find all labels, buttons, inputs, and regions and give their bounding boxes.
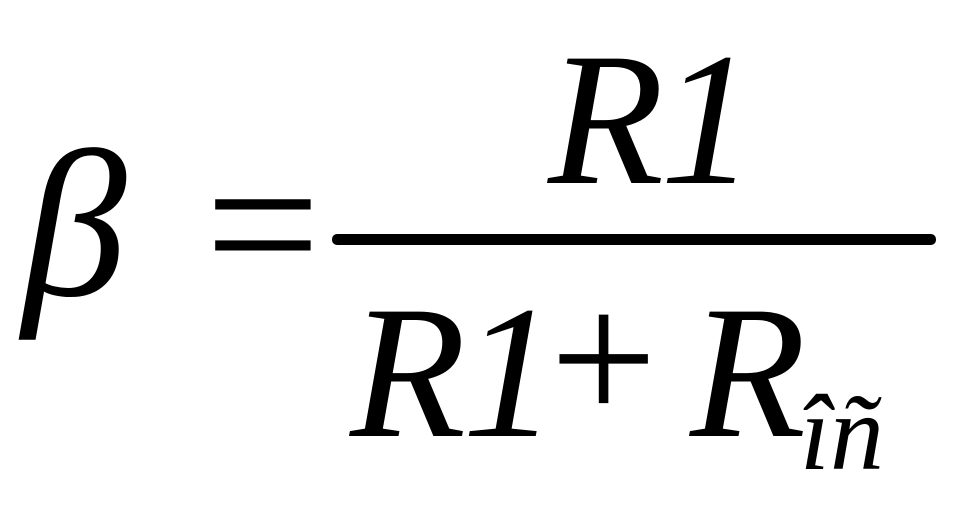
plus-sign: + [550,254,658,464]
denominator-term-2: R [690,268,807,478]
denominator-term-1: R1 [350,268,557,478]
denominator-subscript: îñ [800,374,885,493]
numerator: R1 [548,15,755,225]
equals-sign: = [205,111,321,338]
beta-symbol: β [22,109,127,341]
fraction-bar [332,234,936,245]
